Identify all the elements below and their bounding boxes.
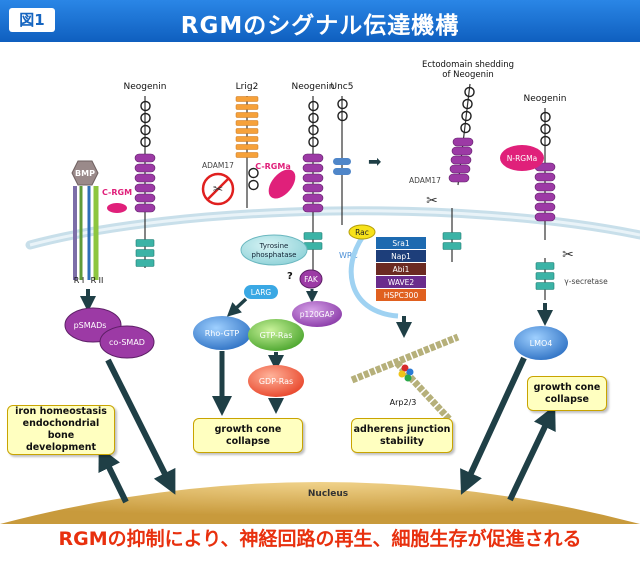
rho-gtp-node: Rho-GTP <box>193 316 251 350</box>
wrc-label: WRC <box>339 251 358 260</box>
question-mark: ? <box>287 271 293 282</box>
receptor-neogenin-right: Neogenin <box>524 94 567 300</box>
svg-text:N-RGMa: N-RGMa <box>507 154 537 163</box>
receptor-neogenin-center: Neogenin <box>292 82 335 275</box>
header-bar: 図1 RGMのシグナル伝達機構 <box>0 0 640 42</box>
svg-text:co-SMAD: co-SMAD <box>109 338 145 347</box>
transition-arrow: ➡ <box>368 152 381 171</box>
svg-text:p120GAP: p120GAP <box>300 310 335 319</box>
svg-text:γ-secretase: γ-secretase <box>564 277 608 286</box>
larg-node: LARG <box>244 285 278 299</box>
svg-text:Neogenin: Neogenin <box>124 82 167 92</box>
scissors-icon: ✂ <box>213 182 223 196</box>
bmp-ligand: BMP <box>71 160 99 186</box>
lmo4-node: LMO4 <box>514 326 568 360</box>
cell-membrane <box>25 206 640 250</box>
gtp-ras-node: GTP-Ras <box>248 319 304 351</box>
rac-label: Rac <box>355 228 369 237</box>
svg-text:pSMADs: pSMADs <box>74 321 107 330</box>
arrow-from-nucleus-left <box>98 446 129 504</box>
svg-text:Lrig2: Lrig2 <box>236 82 259 92</box>
receptor-neogenin-left: Neogenin <box>124 82 167 268</box>
outcome-growth-cone-collapse-center: growth cone collapse <box>193 418 303 453</box>
gdp-ras-node: GDP-Ras <box>248 365 304 397</box>
outcome-adherens-junction: adherens junction stability <box>351 418 453 453</box>
gamma-secretase: ✂ γ-secretase <box>562 247 608 286</box>
conclusion-text: RGMの抑制により、神経回路の再生、細胞生存が促進される <box>58 528 582 550</box>
scissors-icon-right: ✂ <box>426 193 438 209</box>
figure-label: 図1 <box>9 8 55 32</box>
svg-text:of Neogenin: of Neogenin <box>442 70 493 80</box>
ri-label: R I <box>74 276 84 285</box>
svg-text:BMP: BMP <box>75 169 95 178</box>
svg-text:ADAM17: ADAM17 <box>409 176 441 185</box>
tyrosine-phosphatase: Tyrosine phosphatase <box>240 234 308 266</box>
co-smad-node: co-SMAD <box>99 325 155 359</box>
svg-text:Ectodomain shedding: Ectodomain shedding <box>422 60 514 70</box>
adam17-active: ADAM17 ✂ <box>409 176 441 209</box>
bmp-receptor-complex: R I R II <box>73 186 104 285</box>
scissors-icon-gamma: ✂ <box>562 247 574 263</box>
arrow-lmo4-to-nucleus <box>460 356 527 495</box>
svg-text:FAK: FAK <box>304 275 319 284</box>
svg-text:LMO4: LMO4 <box>530 339 553 348</box>
svg-text:HSPC300: HSPC300 <box>384 291 419 300</box>
c-rgm-left: C-RGM <box>102 188 132 213</box>
fak-node: FAK <box>299 269 323 289</box>
svg-text:WAVE2: WAVE2 <box>388 278 415 287</box>
svg-text:Unc5: Unc5 <box>331 82 354 92</box>
svg-text:GTP-Ras: GTP-Ras <box>260 331 293 340</box>
n-rgma: N-RGMa <box>500 145 544 171</box>
nucleus: Nucleus <box>0 482 640 524</box>
page-title: RGMのシグナル伝達機構 <box>180 13 460 39</box>
actin-filaments: Arp2/3 <box>350 333 460 423</box>
receptor-unc5: Unc5 <box>331 82 354 225</box>
svg-text:Neogenin: Neogenin <box>524 94 567 104</box>
svg-text:C-RGMa: C-RGMa <box>255 162 290 171</box>
arp-label: Arp2/3 <box>390 398 417 407</box>
svg-text:phosphatase: phosphatase <box>252 251 297 259</box>
svg-text:Sra1: Sra1 <box>392 239 409 248</box>
svg-text:LARG: LARG <box>251 288 272 297</box>
c-rgma-center: C-RGMa <box>255 162 296 199</box>
receptor-lrig2: Lrig2 <box>236 82 259 208</box>
outcome-growth-cone-collapse-right: growth cone collapse <box>527 376 607 411</box>
adam17-inhibited: ADAM17 ✂ <box>201 161 235 206</box>
wrc-complex: Rac <box>348 224 399 319</box>
arrow-larg-to-rho <box>226 297 248 317</box>
rii-label: R II <box>91 276 104 285</box>
svg-text:GDP-Ras: GDP-Ras <box>259 377 293 386</box>
nucleus-label: Nucleus <box>308 489 348 499</box>
outcome-iron-homeostasis: iron homeostasis endochondrial bone deve… <box>7 405 115 455</box>
svg-text:Rho-GTP: Rho-GTP <box>205 329 240 338</box>
svg-text:Tyrosine: Tyrosine <box>259 242 289 250</box>
svg-text:C-RGM: C-RGM <box>102 188 132 197</box>
wrc-components: Sra1 Nap1 Abi1 WAVE2 HSPC300 <box>376 237 426 301</box>
svg-text:ADAM17: ADAM17 <box>202 161 234 170</box>
svg-text:Nap1: Nap1 <box>391 252 411 261</box>
signaling-diagram: Nucleus Neogenin R I R II BMP C-R <box>0 60 640 524</box>
p120gap-node: p120GAP <box>292 301 342 327</box>
receptor-neogenin-shed: Ectodomain shedding of Neogenin <box>422 60 514 262</box>
svg-text:Neogenin: Neogenin <box>292 82 335 92</box>
arrow-nucleus-to-collapse <box>507 405 556 502</box>
arrow-to-nucleus-left <box>105 358 176 495</box>
svg-text:Abi1: Abi1 <box>393 265 410 274</box>
